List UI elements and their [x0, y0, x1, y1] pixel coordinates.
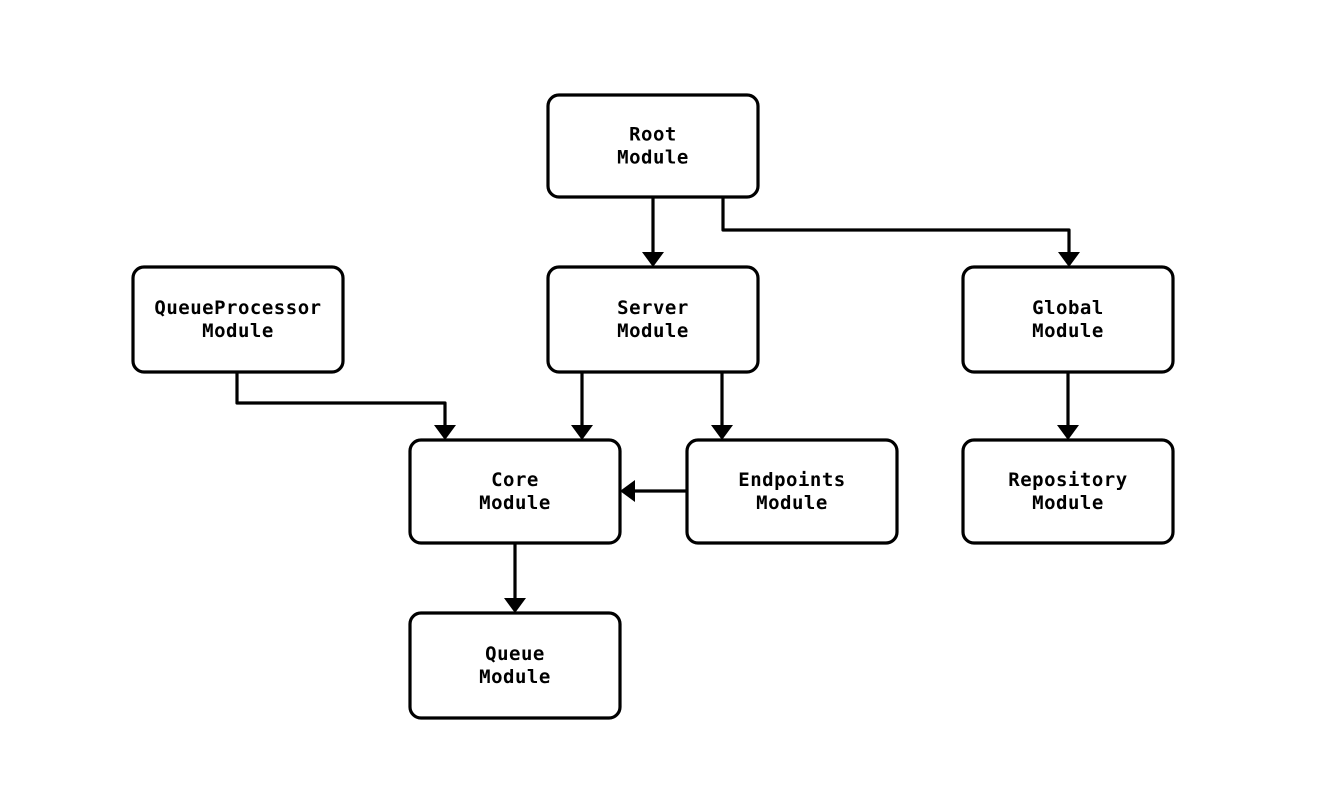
- edge-server-to-core: [571, 372, 593, 440]
- node-label-line2: Module: [479, 666, 551, 688]
- arrowhead-icon: [642, 252, 664, 267]
- node-label-line2: Module: [617, 320, 689, 342]
- node-label-line1: QueueProcessor: [154, 297, 321, 319]
- arrowhead-icon: [1058, 252, 1080, 267]
- edges-layer: [235, 197, 1080, 613]
- edge-server-to-endpoints: [711, 372, 733, 440]
- node-label-line2: Module: [479, 492, 551, 514]
- node-label-line1: Endpoints: [738, 469, 845, 491]
- node-label-line1: Root: [629, 124, 677, 146]
- node-label-line2: Module: [756, 492, 828, 514]
- node-box-server[interactable]: [546, 265, 760, 374]
- nodes-layer: RootModuleQueueProcessorModuleServerModu…: [131, 93, 1175, 720]
- node-box-global[interactable]: [961, 265, 1175, 374]
- edge-line: [235, 372, 447, 426]
- node-box-queueprocessor[interactable]: [131, 265, 345, 374]
- node-box-repository[interactable]: [961, 438, 1175, 545]
- node-label-line1: Global: [1032, 297, 1104, 319]
- node-label-line2: Module: [617, 147, 689, 169]
- node-label-line1: Repository: [1008, 469, 1127, 491]
- node-label-line1: Core: [491, 469, 539, 491]
- node-box-queue[interactable]: [408, 611, 622, 720]
- arrowhead-icon: [434, 425, 456, 440]
- edge-root-to-global: [721, 197, 1080, 267]
- arrowhead-icon: [1057, 425, 1079, 440]
- arrowhead-icon: [711, 425, 733, 440]
- node-label-line2: Module: [202, 320, 274, 342]
- node-label-line2: Module: [1032, 492, 1104, 514]
- edge-core-to-queue: [504, 543, 526, 613]
- node-label-line1: Server: [617, 297, 689, 319]
- node-box-root[interactable]: [546, 93, 760, 199]
- edge-root-to-server: [642, 197, 664, 267]
- node-box-core[interactable]: [408, 438, 622, 545]
- node-label-line2: Module: [1032, 320, 1104, 342]
- arrowhead-icon: [504, 598, 526, 613]
- edge-endpoints-to-core: [620, 480, 687, 502]
- edge-global-to-repository: [1057, 372, 1079, 440]
- arrowhead-icon: [620, 480, 635, 502]
- edge-queueprocessor-to-core: [235, 372, 456, 440]
- node-box-endpoints[interactable]: [685, 438, 899, 545]
- node-label-line1: Queue: [485, 643, 545, 665]
- arrowhead-icon: [571, 425, 593, 440]
- edge-line: [721, 197, 1071, 253]
